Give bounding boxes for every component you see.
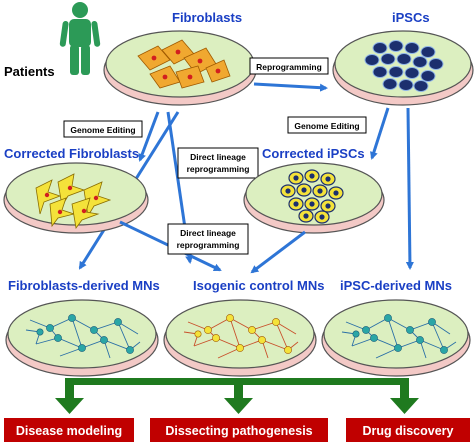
direct-lineage-1-line2: reprogramming (187, 164, 250, 174)
fibroblasts-mns-dish (5, 299, 159, 377)
patients-label: Patients (4, 64, 55, 79)
drug-discovery-box (346, 418, 470, 442)
ipsc-to-mn-arrow (405, 107, 414, 270)
human-figure-icon (59, 2, 101, 75)
ipscs-label: iPSCs (392, 10, 430, 25)
corrected-fibroblasts-dish (3, 162, 149, 234)
corrected-ipscs-to-isogenic-arrow (250, 230, 306, 274)
disease-modeling-box (4, 418, 134, 442)
direct-lineage-2-line2: reprogramming (177, 240, 240, 250)
drug-discovery-text: Drug discovery (362, 424, 453, 438)
ipsc-mns-label: iPSC-derived MNs (340, 278, 452, 293)
fibroblast-cells (137, 39, 231, 89)
genome-editing-arrow-left (138, 111, 160, 162)
fibroblasts-mns-label: Fibroblasts-derived MNs (8, 278, 160, 293)
ipsc-mns-dish (321, 299, 471, 377)
fibroblasts-dish (103, 30, 257, 106)
direct-lineage-2-line1: Direct lineage (180, 228, 236, 238)
reprogramming-text: Reprogramming (256, 62, 322, 72)
genome-editing-box-left (63, 120, 143, 138)
ipscs-dish (332, 30, 474, 106)
fibroblasts-label: Fibroblasts (172, 10, 242, 25)
dissecting-pathogenesis-box (150, 418, 328, 442)
isogenic-mns-label: Isogenic control MNs (193, 278, 324, 293)
disease-modeling-text: Disease modeling (16, 424, 122, 438)
direct-lineage-box-1 (177, 147, 259, 179)
corrected-ipscs-label: Corrected iPSCs (262, 146, 365, 161)
ipsc-colony (364, 40, 444, 92)
genome-editing-box-right (287, 116, 367, 134)
direct-lineage-1-line1: Direct lineage (190, 152, 246, 162)
reprogramming-arrow (253, 82, 328, 92)
corrected-ipscs-dish (243, 162, 385, 234)
direct-lineage-box-2 (167, 223, 249, 255)
dissecting-pathogenesis-text: Dissecting pathogenesis (165, 424, 312, 438)
reprogramming-box (249, 57, 329, 75)
genome-editing-arrow-right (370, 107, 390, 160)
corrected-fibroblasts-label: Corrected Fibroblasts (4, 146, 139, 161)
genome-editing-text-right: Genome Editing (294, 121, 359, 131)
outcome-bracket (55, 378, 419, 414)
genome-editing-text-left: Genome Editing (70, 125, 135, 135)
isogenic-mns-dish (163, 299, 317, 377)
